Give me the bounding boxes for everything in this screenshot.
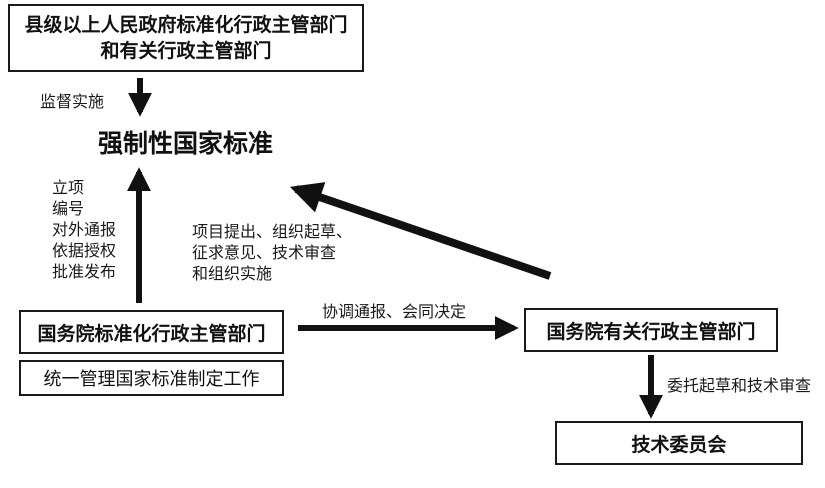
approval-step: 依据授权 xyxy=(52,241,117,260)
state-std-role-label: 统一管理国家标准制定工作 xyxy=(43,369,260,390)
tech-committee-label: 技术委员会 xyxy=(631,433,727,456)
arrow-related-dept xyxy=(289,182,552,280)
tech-committee-box: 技术委员会 xyxy=(555,421,803,465)
approval-step: 编号 xyxy=(52,199,85,218)
label-delegate: 委托起草和技术审查 xyxy=(667,376,812,395)
approval-step: 批准发布 xyxy=(52,262,117,281)
related-dept-task: 和组织实施 xyxy=(192,264,273,283)
state-related-dept-box: 国务院有关行政主管部门 xyxy=(524,308,778,352)
county-dept-line1: 县级以上人民政府标准化行政主管部门 xyxy=(24,14,348,36)
approval-step: 对外通报 xyxy=(52,220,117,239)
label-coordination: 协调通报、会同决定 xyxy=(322,302,467,321)
county-dept-box: 县级以上人民政府标准化行政主管部门 和有关行政主管部门 xyxy=(8,4,364,72)
label-approval-steps: 立项 编号 对外通报 依据授权 批准发布 xyxy=(52,177,116,282)
state-std-role-box: 统一管理国家标准制定工作 xyxy=(19,360,284,396)
related-dept-task: 项目提出、组织起草、 xyxy=(192,222,353,241)
state-std-dept-box: 国务院标准化行政主管部门 xyxy=(19,310,284,354)
mandatory-standard-node: 强制性国家标准 xyxy=(98,129,274,158)
label-supervise: 监督实施 xyxy=(40,92,105,111)
approval-step: 立项 xyxy=(52,178,85,197)
label-related-dept-tasks: 项目提出、组织起草、 征求意见、技术审查 和组织实施 xyxy=(192,221,352,284)
county-dept-line2: 和有关行政主管部门 xyxy=(100,40,272,62)
state-std-dept-label: 国务院标准化行政主管部门 xyxy=(37,322,266,345)
state-related-dept-label: 国务院有关行政主管部门 xyxy=(546,320,756,343)
related-dept-task: 征求意见、技术审查 xyxy=(192,243,337,262)
